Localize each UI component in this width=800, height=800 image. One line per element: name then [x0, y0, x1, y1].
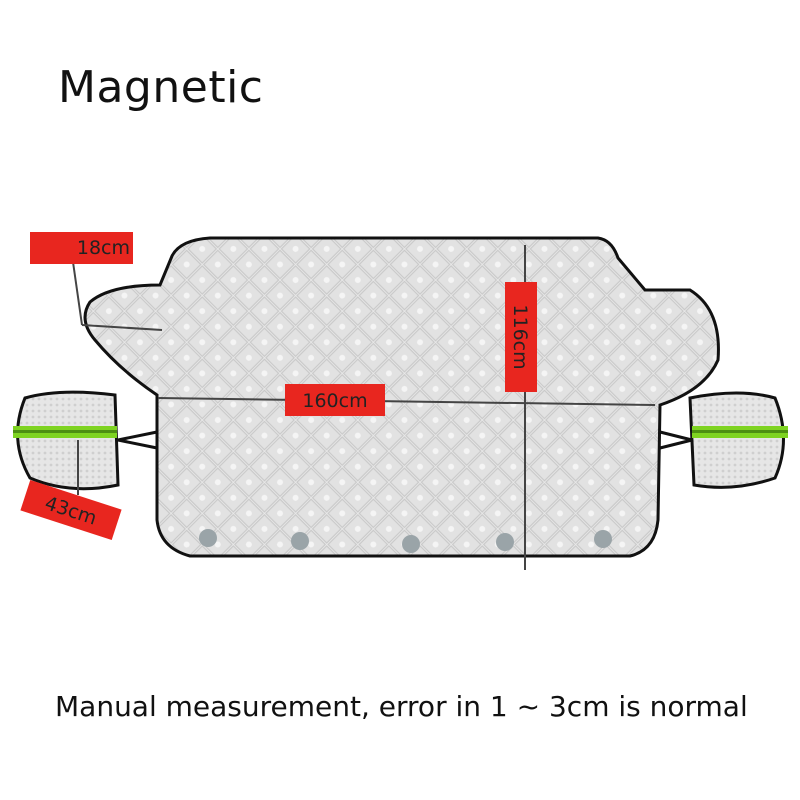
magnet-dot	[402, 535, 420, 553]
flap-measure-line	[72, 261, 83, 326]
flap-width-text: 18cm	[77, 237, 130, 259]
flap-width-label: 18cm	[30, 232, 133, 264]
cover-body	[83, 236, 720, 558]
magnet-dot	[291, 532, 309, 550]
right-strap	[659, 430, 693, 450]
width-measure-line	[157, 397, 656, 406]
height-label: 116cm	[505, 282, 537, 392]
total-width-label: 160cm	[285, 384, 385, 416]
height-text: 116cm	[509, 304, 531, 369]
left-mirror-cover	[16, 390, 120, 491]
page-title: Magnetic	[58, 62, 264, 113]
measurement-note: Manual measurement, error in 1 ~ 3cm is …	[55, 690, 748, 723]
magnet-dot	[199, 529, 217, 547]
total-width-text: 160cm	[302, 390, 367, 412]
magnet-dot	[496, 533, 514, 551]
left-strap	[117, 430, 158, 450]
right-mirror-cover	[688, 391, 785, 489]
magnet-dot	[594, 530, 612, 548]
